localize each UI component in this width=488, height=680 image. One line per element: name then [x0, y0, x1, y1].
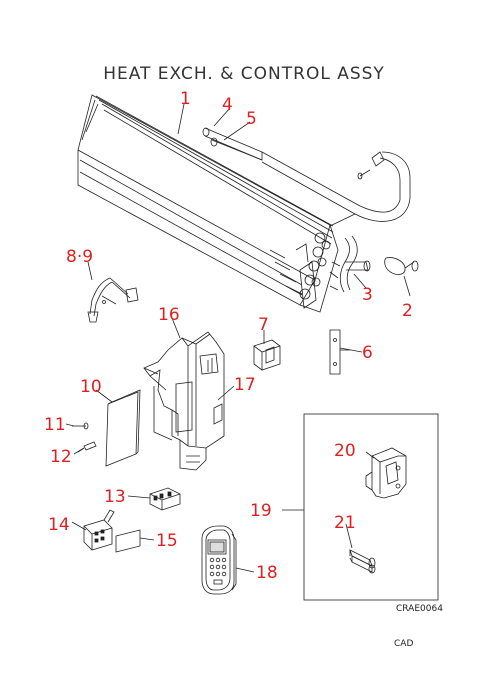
holder-part-20: [365, 447, 407, 499]
callout-6: 6: [362, 343, 373, 363]
remote-control-part-18: [201, 525, 237, 595]
leader-lines: [65, 103, 411, 573]
callout-10: 10: [80, 377, 102, 397]
footer-label: CAD: [394, 639, 414, 649]
diagram-title: HEAT EXCH. & CONTROL ASSY: [103, 64, 385, 84]
callout-5: 5: [246, 109, 257, 129]
pipe-part-2: [384, 257, 419, 275]
callout-16: 16: [158, 305, 180, 325]
sensor-wire-part-8-9: [87, 277, 139, 323]
callout-7: 7: [258, 315, 269, 335]
pin-part-11: [72, 422, 89, 430]
callout-21: 21: [334, 513, 356, 533]
callout-labels: 1 4 5 8·9 3 2 7 16 6 10 17 11 12 20 13 1…: [44, 89, 413, 583]
callout-13: 13: [104, 487, 126, 507]
callout-20: 20: [334, 441, 356, 461]
pad-part-15: [115, 529, 141, 553]
panel-part-10: [105, 389, 141, 467]
callout-3: 3: [362, 285, 373, 305]
pin-part-12: [77, 441, 97, 453]
callout-18: 18: [256, 563, 278, 583]
bracket-part-6: [329, 329, 350, 375]
callout-4: 4: [222, 95, 233, 115]
drawing-code: CRAE0064: [396, 604, 443, 614]
heat-exchanger: [77, 94, 339, 313]
callout-8-9: 8·9: [66, 247, 93, 267]
callout-1: 1: [180, 89, 191, 109]
connector-part-14: [83, 509, 115, 551]
control-box-part-16-17: [143, 331, 225, 471]
tube-part-3: [329, 235, 371, 293]
terminal-part-13: [149, 487, 181, 511]
callout-11: 11: [44, 415, 66, 435]
callout-19: 19: [250, 501, 272, 521]
kit-frame-part-19: [303, 413, 439, 601]
batteries-part-21: [349, 549, 376, 574]
part-7-box: [253, 339, 281, 371]
callout-14: 14: [48, 515, 70, 535]
callout-15: 15: [156, 531, 178, 551]
callout-17: 17: [234, 375, 256, 395]
connecting-pipes: [202, 127, 411, 227]
callout-2: 2: [402, 301, 413, 321]
callout-12: 12: [50, 447, 72, 467]
